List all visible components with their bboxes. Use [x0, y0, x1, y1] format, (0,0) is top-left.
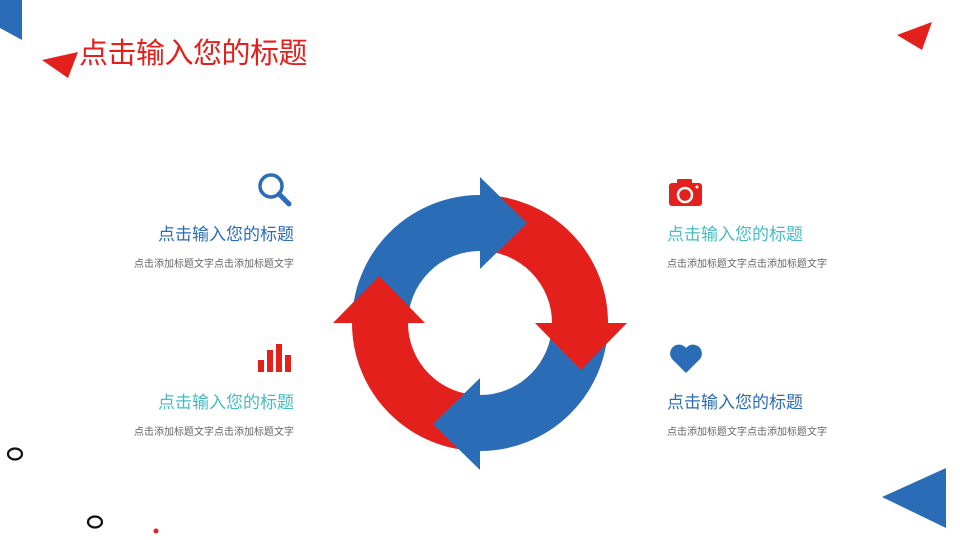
item-text-4: 点击添加标题文字点击添加标题文字: [667, 427, 827, 438]
heart-icon: [670, 344, 702, 373]
item-text-3: 点击添加标题文字点击添加标题文字: [134, 427, 294, 438]
arrowhead-up: [333, 276, 425, 323]
search-icon: [258, 173, 292, 207]
circle-outline: [86, 515, 104, 529]
corner-triangle-red: [897, 22, 932, 50]
arrowhead-right: [480, 177, 527, 269]
item-heading-4: 点击输入您的标题: [667, 393, 803, 413]
corner-triangle-blue-bottom: [882, 468, 946, 528]
item-heading-1: 点击输入您的标题: [158, 225, 294, 245]
corner-triangle-blue: [0, 0, 22, 40]
title-triangle-red: [42, 52, 78, 78]
item-text-2: 点击添加标题文字点击添加标题文字: [667, 259, 827, 270]
bar-chart-icon: [258, 344, 291, 372]
circle-outline: [6, 447, 24, 461]
arrowhead-down: [535, 323, 627, 370]
page-title: 点击输入您的标题: [79, 36, 308, 70]
red-dot: [153, 528, 159, 534]
item-heading-2: 点击输入您的标题: [667, 225, 803, 245]
item-text-1: 点击添加标题文字点击添加标题文字: [134, 259, 294, 270]
camera-icon: [669, 179, 702, 206]
item-heading-3: 点击输入您的标题: [158, 393, 294, 413]
arrowhead-left: [433, 378, 480, 470]
